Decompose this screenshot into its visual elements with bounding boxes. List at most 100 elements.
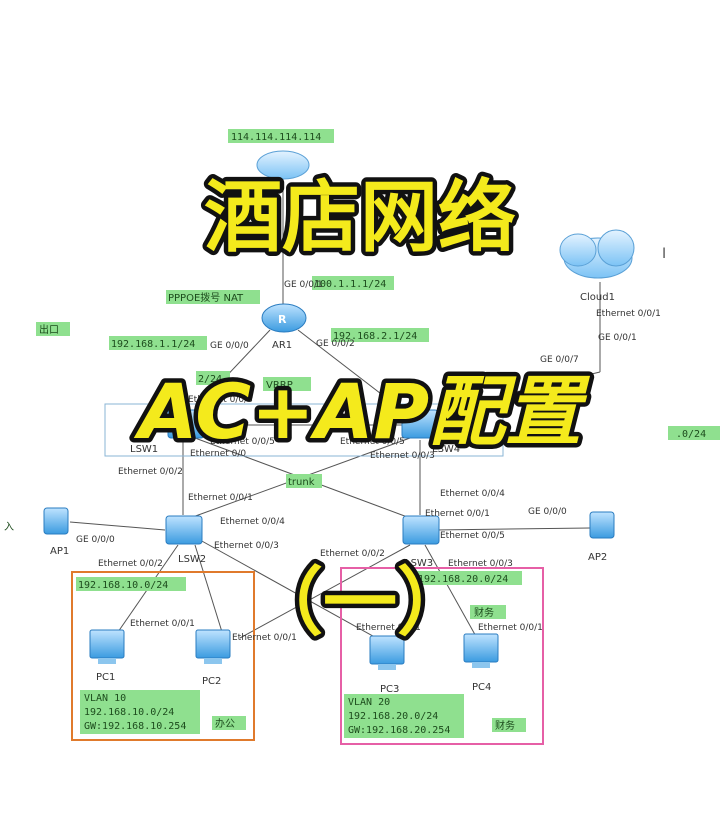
green-labels: 114.114.114.114 PPPOE拨号 NAT 100.1.1.1/24… xyxy=(4,129,720,619)
ar1-ge001-ip-label: 100.1.1.1/24 xyxy=(314,279,386,290)
exit-label: 出口 xyxy=(39,323,59,336)
ap-icon xyxy=(43,507,69,535)
pc1-device[interactable]: PC1 xyxy=(89,629,125,683)
pc2-label: PC2 xyxy=(202,676,221,687)
port-label: Ethernet 0/0/2 xyxy=(98,559,163,569)
title-line-3: （一） xyxy=(249,560,471,646)
link-ar1-lsw4 xyxy=(297,329,416,421)
cross-label: trunk xyxy=(288,477,315,488)
isp-cloud-icon xyxy=(256,150,310,180)
pc-icon xyxy=(89,629,125,659)
vlan20-net-label: 192.168.20.0/24 xyxy=(418,574,508,585)
finance-note-label: 财务 xyxy=(474,606,494,619)
pc4-label: PC4 xyxy=(472,682,491,693)
port-label: Ethernet 0/0/3 xyxy=(370,451,435,461)
port-label: Ethernet 0/0/1 xyxy=(478,623,543,633)
port-label: Ethernet 0/0/5 xyxy=(210,437,275,447)
vlan10-gateway: GW:192.168.10.254 xyxy=(84,721,186,732)
vlan10-subnet: 192.168.10.0/24 xyxy=(84,707,174,718)
port-label: GE 0/0/1 xyxy=(598,333,637,343)
ap2-device[interactable]: AP2 xyxy=(588,511,615,563)
cloud1-label: Cloud1 xyxy=(580,292,615,303)
vlan10-info: VLAN 10 192.168.10.0/24 GW:192.168.10.25… xyxy=(80,690,246,734)
port-label: Ethernet 0/0/5 xyxy=(440,531,505,541)
vlan20-dept: 财务 xyxy=(495,719,515,732)
port-label: Ethernet 0/0/1 xyxy=(130,619,195,629)
vlan10-dept: 办公 xyxy=(215,717,235,730)
pc3-label: PC3 xyxy=(380,684,399,695)
ap1-device[interactable]: AP1 xyxy=(43,507,69,557)
text-cursor-icon: I xyxy=(662,246,666,262)
lsw4-ip-label: 192.168.2.1/24 xyxy=(333,331,417,342)
port-label: GE 0/0/0 xyxy=(528,507,567,517)
port-label: Ethernet 0/0/3 xyxy=(188,395,253,405)
right-ip-fragment: .0/24 xyxy=(676,429,706,440)
lsw2-label: LSW2 xyxy=(178,554,206,565)
cloud1-device[interactable]: Cloud1 xyxy=(559,229,635,303)
ap-icon xyxy=(589,511,615,539)
vlan20-subnet: 192.168.20.0/24 xyxy=(348,711,438,722)
link-lsw2-pc3 xyxy=(199,539,381,641)
lsw1-ip-label: 192.168.1.1/24 xyxy=(111,339,195,350)
port-label: GE 0/0/2 xyxy=(316,339,355,349)
switch-icon xyxy=(167,409,205,439)
link-ap2-lsw3 xyxy=(434,527,591,531)
lsw3-switch[interactable]: LSW3 xyxy=(402,515,440,569)
port-label: GE 0/0/7 xyxy=(540,355,579,365)
port-label: Ethernet 0/0/3 xyxy=(448,559,513,569)
title-line-2: AC+AP配置 xyxy=(134,367,590,456)
port-label: GE 0/0/0 xyxy=(76,535,115,545)
lsw3-label: LSW3 xyxy=(405,558,433,569)
lsw1-port-ip-label: 2/24 xyxy=(198,374,222,385)
port-label: Ethernet 0/0/3 xyxy=(214,541,279,551)
ap2-label: AP2 xyxy=(588,552,607,563)
link-lsw3-pc4 xyxy=(424,544,479,641)
port-label: Ethernet 0/0/5 xyxy=(340,437,405,447)
pc1-label: PC1 xyxy=(96,672,115,683)
svg-text:R: R xyxy=(278,313,287,326)
pppoe-label: PPPOE拨号 NAT xyxy=(168,291,244,304)
vlan20-title: VLAN 20 xyxy=(348,697,390,708)
switch-icon xyxy=(401,409,439,439)
entry-label: 入 xyxy=(4,522,14,533)
switch-icon xyxy=(165,515,203,545)
port-label: Ethernet 0/0 xyxy=(190,449,246,459)
vrrp-label: VRRP xyxy=(266,380,293,391)
pc3-device[interactable]: PC3 xyxy=(369,635,405,695)
cloud-icon xyxy=(559,229,635,279)
port-label: Ethernet 0/0/1 xyxy=(596,309,661,319)
lsw2-switch[interactable]: LSW2 xyxy=(165,515,206,565)
ar1-label: AR1 xyxy=(272,340,292,351)
office-box xyxy=(71,571,255,741)
lsw4-switch[interactable]: LSW4 xyxy=(401,409,460,455)
vrrp-area xyxy=(104,403,504,457)
port-label: Ethernet 0/0/2 xyxy=(320,549,385,559)
finance-box xyxy=(340,567,544,745)
isp-ip-label: 114.114.114.114 xyxy=(231,132,321,143)
port-label: Ethernet 0/0/1 xyxy=(232,633,297,643)
port-label: GE 0/0/0 xyxy=(210,341,249,351)
lsw1-label: LSW1 xyxy=(130,444,158,455)
pc-icon xyxy=(195,629,231,659)
vlan10-title: VLAN 10 xyxy=(84,693,126,704)
lsw1-switch[interactable]: LSW1 xyxy=(130,409,205,455)
pc2-device[interactable]: PC2 xyxy=(195,629,231,687)
port-label: Ethernet 0/0/1 xyxy=(188,493,253,503)
router-icon xyxy=(261,303,307,333)
vlan20-gateway: GW:192.168.20.254 xyxy=(348,725,450,736)
vlan10-net-label: 192.168.10.0/24 xyxy=(78,580,168,591)
ar1-router[interactable]: R AR1 xyxy=(261,303,307,351)
port-label: GE 0/0 xyxy=(544,389,574,399)
isp-label: ISP xyxy=(240,192,255,203)
isp-device[interactable]: ISP xyxy=(240,150,310,203)
lsw4-label: LSW4 xyxy=(432,444,460,455)
ap1-label: AP1 xyxy=(50,546,69,557)
port-label: Ethernet 0/0/2 xyxy=(118,467,183,477)
port-label: GE 0/0/1 xyxy=(284,280,323,290)
vlan20-info: VLAN 20 192.168.20.0/24 GW:192.168.20.25… xyxy=(344,694,526,738)
pc4-device[interactable]: PC4 xyxy=(463,633,499,693)
switch-icon xyxy=(402,515,440,545)
link-lsw2-pc2 xyxy=(194,544,223,633)
port-label: Ethernet 0/0/4 xyxy=(220,517,285,527)
